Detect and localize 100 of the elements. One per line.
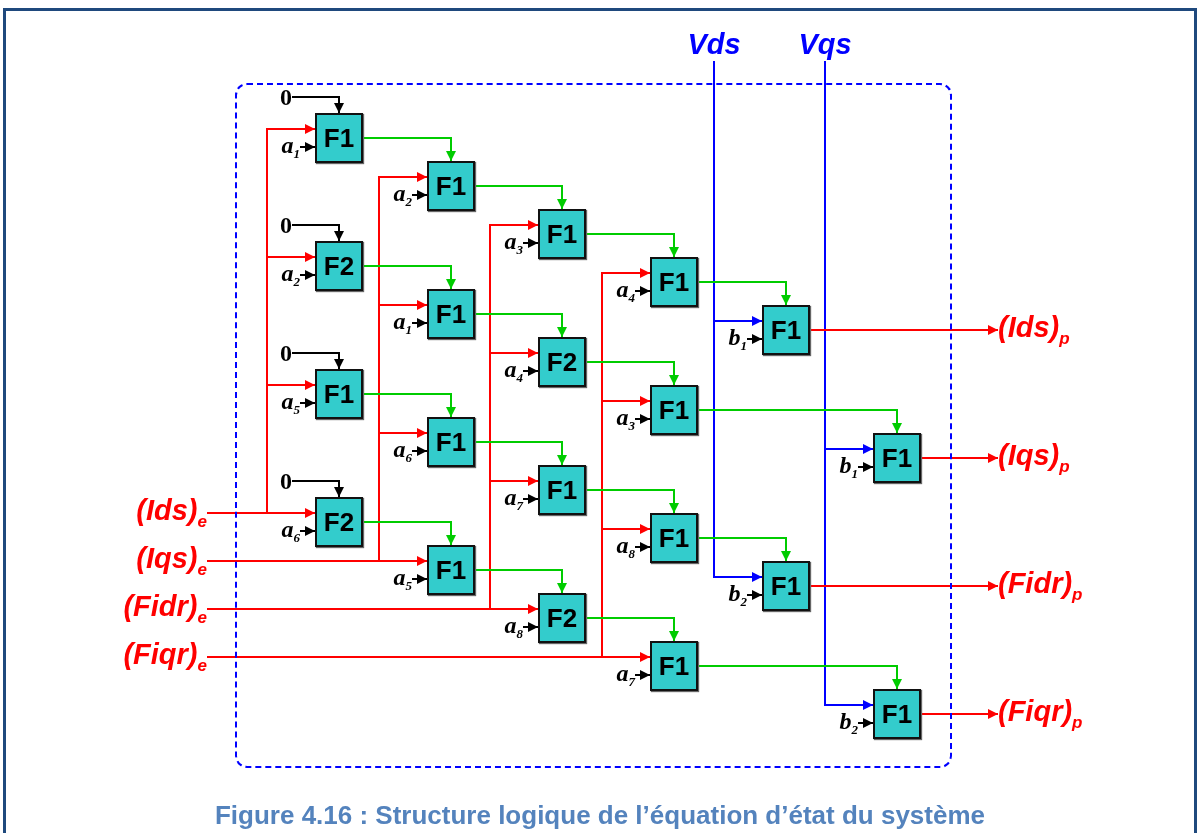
coefficient-label: a$_{3}$ xyxy=(616,403,635,435)
coefficient-label: a$_{2}$ xyxy=(393,179,412,211)
coefficient-label: a$_{1}$ xyxy=(393,307,412,339)
coefficient-label: a$_{8}$ xyxy=(504,611,523,643)
connector-arrow xyxy=(411,574,428,584)
function-block: F1 xyxy=(315,113,363,163)
coefficient-label: b$_{1}$ xyxy=(728,323,747,355)
function-block: F1 xyxy=(762,561,810,611)
connector-arrow xyxy=(585,361,679,386)
coefficient-label: a$_{6}$ xyxy=(393,435,412,467)
connector-arrow xyxy=(362,265,456,290)
connector-arrow xyxy=(634,286,651,296)
function-block: F1 xyxy=(315,369,363,419)
coefficient-label: a$_{5}$ xyxy=(281,387,300,419)
connector-arrow xyxy=(585,489,679,514)
connector-arrow xyxy=(634,414,651,424)
constant-label: 0 xyxy=(280,83,292,111)
function-block: F1 xyxy=(427,545,475,595)
function-block: F1 xyxy=(427,161,475,211)
coefficient-label: a$_{1}$ xyxy=(281,131,300,163)
function-block: F1 xyxy=(873,433,921,483)
connector-arrow xyxy=(299,270,316,280)
connector-arrow xyxy=(634,670,651,680)
constant-label: 0 xyxy=(280,211,292,239)
output-label: (Fidr)$_{p}$ xyxy=(998,567,1083,605)
figure-caption: Figure 4.16 : Structure logique de l’équation d’état du système xyxy=(213,800,986,831)
function-block: F2 xyxy=(538,593,586,643)
input-label: (Fidr)$_{e}$ xyxy=(123,590,207,628)
function-block: F1 xyxy=(427,289,475,339)
connector-arrow xyxy=(206,556,428,566)
coefficient-label: a$_{3}$ xyxy=(504,227,523,259)
connector-arrow xyxy=(474,185,567,210)
function-block: F1 xyxy=(873,689,921,739)
input-label: (Ids)$_{e}$ xyxy=(136,494,207,532)
connector-arrow xyxy=(291,352,344,370)
coefficient-label: a$_{5}$ xyxy=(393,563,412,595)
connector-arrow xyxy=(585,617,679,642)
connector-arrow xyxy=(824,60,874,710)
connector-arrow xyxy=(522,238,539,248)
connector-arrow xyxy=(634,542,651,552)
voltage-label: Vds xyxy=(687,28,741,61)
connector-arrow xyxy=(206,604,539,614)
voltage-label: Vqs xyxy=(798,28,852,61)
connector-arrow xyxy=(362,393,456,418)
connector-arrow xyxy=(474,313,567,338)
connector-arrow xyxy=(920,453,999,463)
connector-arrow xyxy=(809,581,999,591)
connector-arrow xyxy=(206,508,316,518)
connector-arrow xyxy=(857,462,874,472)
output-label: (Fiqr)$_{p}$ xyxy=(998,695,1083,733)
connector-arrow xyxy=(857,718,874,728)
coefficient-label: b$_{2}$ xyxy=(728,579,747,611)
connector-arrow xyxy=(697,409,902,434)
connector-arrow xyxy=(411,446,428,456)
connector-arrow xyxy=(585,233,679,258)
coefficient-label: a$_{8}$ xyxy=(616,531,635,563)
connector-arrow xyxy=(299,142,316,152)
output-label: (Ids)$_{p}$ xyxy=(998,311,1070,349)
connector-arrow xyxy=(291,480,344,498)
constant-label: 0 xyxy=(280,467,292,495)
input-label: (Fiqr)$_{e}$ xyxy=(123,638,207,676)
function-block: F2 xyxy=(315,241,363,291)
connector-arrow xyxy=(920,709,999,719)
connector-arrow xyxy=(697,665,902,690)
connector-arrow xyxy=(746,590,763,600)
coefficient-label: a$_{6}$ xyxy=(281,515,300,547)
connector-arrow xyxy=(411,318,428,328)
function-block: F2 xyxy=(538,337,586,387)
connector-arrow xyxy=(522,366,539,376)
function-block: F1 xyxy=(650,641,698,691)
connector-arrow xyxy=(746,334,763,344)
connector-arrow xyxy=(291,96,344,114)
connector-arrow xyxy=(411,190,428,200)
dashed-boundary xyxy=(235,83,952,768)
output-label: (Iqs)$_{p}$ xyxy=(998,439,1070,477)
coefficient-label: a$_{4}$ xyxy=(616,275,635,307)
constant-label: 0 xyxy=(280,339,292,367)
function-block: F1 xyxy=(650,257,698,307)
coefficient-label: b$_{2}$ xyxy=(839,707,858,739)
coefficient-label: a$_{7}$ xyxy=(616,659,635,691)
connector-arrow xyxy=(809,325,999,335)
function-block: F1 xyxy=(762,305,810,355)
input-label: (Iqs)$_{e}$ xyxy=(136,542,207,580)
connector-arrow xyxy=(299,398,316,408)
connector-arrow xyxy=(206,652,651,662)
connector-arrow xyxy=(522,622,539,632)
coefficient-label: a$_{4}$ xyxy=(504,355,523,387)
function-block: F2 xyxy=(315,497,363,547)
function-block: F1 xyxy=(427,417,475,467)
connector-arrow xyxy=(362,137,456,162)
connector-arrow xyxy=(697,537,791,562)
connector-arrow xyxy=(713,60,763,582)
function-block: F1 xyxy=(538,465,586,515)
connector-arrow xyxy=(522,494,539,504)
function-block: F1 xyxy=(650,385,698,435)
connector-arrow xyxy=(299,526,316,536)
connector-arrow xyxy=(474,441,567,466)
coefficient-label: a$_{2}$ xyxy=(281,259,300,291)
connector-arrow xyxy=(362,521,456,546)
function-block: F1 xyxy=(538,209,586,259)
